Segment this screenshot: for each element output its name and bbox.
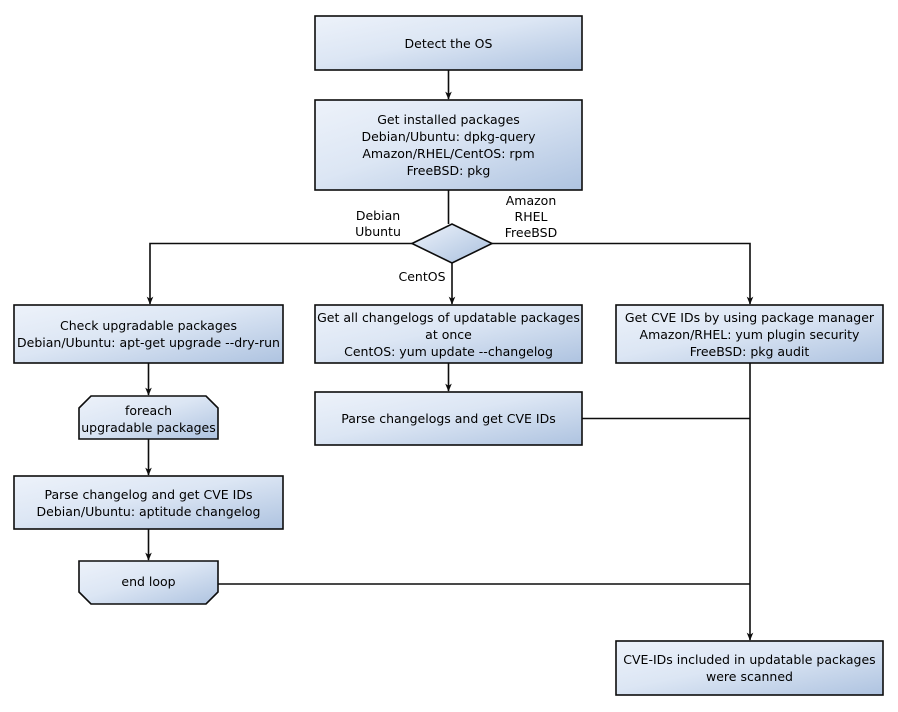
node-end-loop[interactable]: [78, 560, 219, 605]
node-detect-os[interactable]: [314, 15, 583, 71]
node-get-installed-packages[interactable]: [314, 99, 583, 191]
node-layer: [13, 15, 884, 696]
node-foreach-loop-start[interactable]: [78, 395, 219, 440]
edge-label-amazon-rhel-freebsd: Amazon RHEL FreeBSD: [504, 193, 558, 240]
node-cve-ids-scanned[interactable]: [615, 640, 884, 696]
node-parse-changelogs-cve-ids[interactable]: [314, 391, 583, 446]
node-os-decision-diamond[interactable]: [410, 223, 494, 264]
edge-decision-right-to-get-cve-ids: [492, 242, 754, 305]
edge-layer: [145, 70, 754, 641]
node-get-all-changelogs[interactable]: [314, 304, 583, 364]
node-check-upgradable-packages[interactable]: [13, 304, 284, 364]
edge-decision-left-to-check-upgradable: [146, 242, 412, 305]
edge-label-debian-ubuntu: Debian Ubuntu: [355, 208, 401, 239]
edge-label-centos: CentOS: [398, 269, 446, 284]
node-parse-changelog-aptitude[interactable]: [13, 475, 284, 530]
node-get-cve-ids-pkg-manager[interactable]: [615, 304, 884, 364]
